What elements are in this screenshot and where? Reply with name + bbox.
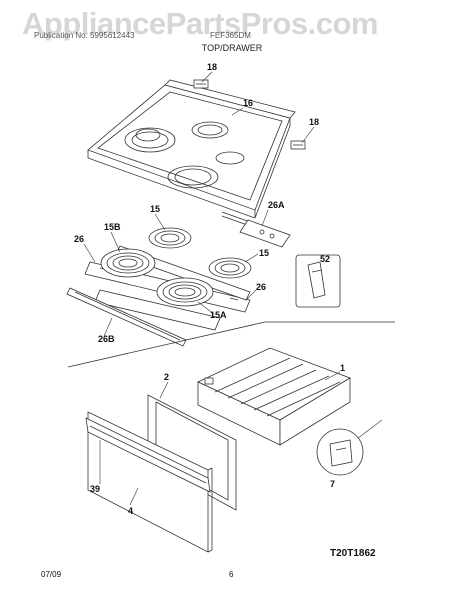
surface-element-15b bbox=[100, 248, 156, 278]
callout-15-right: 15 bbox=[259, 248, 269, 258]
callout-labels: 18 16 18 15 26A 15B 26 15 52 26 15A 26B … bbox=[74, 62, 345, 516]
model-label: FEF365DM bbox=[210, 31, 251, 40]
inset-detail-52 bbox=[295, 254, 341, 308]
callout-15b: 15B bbox=[104, 222, 121, 232]
footer-date: 07/09 bbox=[41, 570, 62, 579]
drawer-liner-panel bbox=[147, 394, 237, 511]
surface-element-15a bbox=[156, 277, 214, 307]
drawer-box bbox=[197, 347, 351, 446]
callout-26b: 26B bbox=[98, 334, 115, 344]
footer-page-number: 6 bbox=[229, 570, 234, 579]
callout-26-left: 26 bbox=[74, 234, 84, 244]
callout-39: 39 bbox=[90, 484, 100, 494]
callout-1: 1 bbox=[340, 363, 345, 373]
callout-16: 16 bbox=[243, 98, 253, 108]
inset-detail-7 bbox=[316, 419, 383, 476]
publication-label: Publication No: 5995612443 bbox=[34, 31, 135, 40]
callout-26a: 26A bbox=[268, 200, 285, 210]
callout-18-left: 18 bbox=[207, 62, 217, 72]
callout-52: 52 bbox=[320, 254, 330, 264]
callout-2: 2 bbox=[164, 372, 169, 382]
callout-15-top: 15 bbox=[150, 204, 160, 214]
surface-element-15-right bbox=[208, 257, 252, 279]
drawer-handle bbox=[85, 417, 211, 493]
callout-4: 4 bbox=[128, 506, 133, 516]
watermark-logo: AppliancePartsPros.com bbox=[22, 6, 378, 41]
figure-id: T20T1862 bbox=[330, 548, 376, 559]
callout-18-right: 18 bbox=[309, 117, 319, 127]
section-title: TOP/DRAWER bbox=[201, 43, 263, 53]
cooktop-glass-top bbox=[87, 79, 296, 219]
section-divider bbox=[67, 321, 395, 368]
callout-7: 7 bbox=[330, 479, 335, 489]
surface-element-15-top bbox=[148, 227, 192, 249]
callout-15a: 15A bbox=[210, 310, 227, 320]
trim-strip bbox=[66, 287, 187, 347]
terminal-block bbox=[221, 211, 291, 248]
leader-lines bbox=[83, 71, 341, 506]
callout-26-right: 26 bbox=[256, 282, 266, 292]
hinge-left bbox=[193, 79, 209, 89]
hinge-right bbox=[290, 140, 306, 150]
